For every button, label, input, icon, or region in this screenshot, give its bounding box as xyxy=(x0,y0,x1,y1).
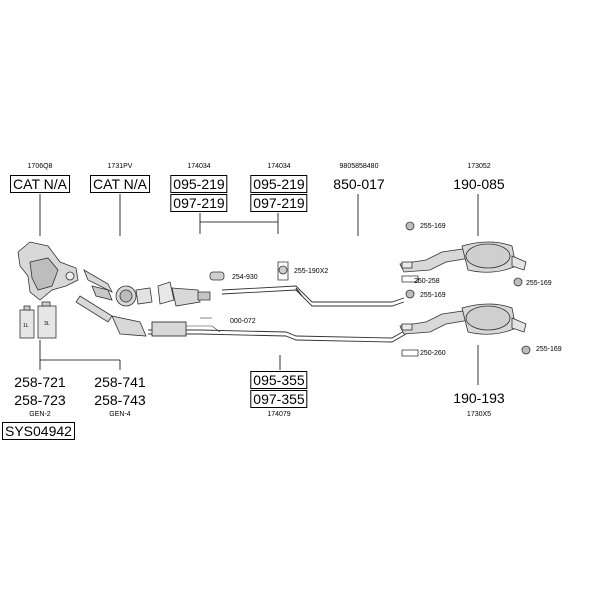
label-255-169-c: 255-169 xyxy=(420,292,446,299)
label-000-072: 000-072 xyxy=(230,318,256,325)
part-190-085[interactable]: 190-085 xyxy=(453,176,505,192)
ref-174079: 174079 xyxy=(267,411,291,418)
part-258-743[interactable]: 258-743 xyxy=(94,392,146,408)
intermediate-pipe-upper xyxy=(221,285,405,307)
label-250-258: 250-258 xyxy=(414,278,440,285)
catalytic-converter-2 xyxy=(83,269,153,307)
part-095-355[interactable]: 095-355 xyxy=(250,371,308,389)
label-gen-4: GEN-4 xyxy=(109,411,131,418)
system-code[interactable]: SYS04942 xyxy=(2,422,75,440)
part-095-219-b[interactable]: 095-219 xyxy=(250,175,308,193)
ref-174034-b: 174034 xyxy=(267,163,291,170)
catalytic-converter-1 xyxy=(17,241,79,301)
bottle-label-1l: 1L xyxy=(23,323,29,329)
bracket-255-190x2 xyxy=(277,261,289,281)
part-258-721[interactable]: 258-721 xyxy=(14,374,66,390)
ref-1730x5: 1730X5 xyxy=(466,411,492,418)
label-gen-2: GEN-2 xyxy=(29,411,51,418)
rear-silencer-190-085 xyxy=(399,241,527,273)
part-258-723[interactable]: 258-723 xyxy=(14,392,66,408)
bottle-label-3l: 3L xyxy=(44,321,50,327)
rubber-mounts xyxy=(401,221,531,357)
ref-174034-a: 174034 xyxy=(187,163,211,170)
part-097-219-a[interactable]: 097-219 xyxy=(170,194,228,212)
ref-1731pv: 1731PV xyxy=(107,163,133,170)
ref-1706q8: 1706Q8 xyxy=(27,163,53,170)
label-255-169-d: 255-169 xyxy=(536,346,562,353)
flex-pipe-lower xyxy=(75,295,147,337)
ref-9805858480: 9805858480 xyxy=(339,163,379,170)
additive-bottles xyxy=(19,301,57,339)
front-pipe-174034 xyxy=(157,281,211,307)
part-097-219-b[interactable]: 097-219 xyxy=(250,194,308,212)
clamp-254-930 xyxy=(209,271,225,281)
part-190-193[interactable]: 190-193 xyxy=(453,390,505,406)
intermediate-pipe-lower xyxy=(148,317,407,343)
label-254-930: 254-930 xyxy=(232,274,258,281)
label-255-190x2: 255-190X2 xyxy=(294,268,329,275)
label-255-169-a: 255-169 xyxy=(420,223,446,230)
part-cat-na-2[interactable]: CAT N/A xyxy=(90,175,150,193)
part-095-219-a[interactable]: 095-219 xyxy=(170,175,228,193)
part-cat-na-1[interactable]: CAT N/A xyxy=(10,175,70,193)
part-258-741[interactable]: 258-741 xyxy=(94,374,146,390)
ref-173052: 173052 xyxy=(467,163,491,170)
part-097-355[interactable]: 097-355 xyxy=(250,390,308,408)
part-850-017[interactable]: 850-017 xyxy=(333,176,385,192)
rear-silencer-190-193 xyxy=(399,303,527,335)
label-250-260: 250-260 xyxy=(420,350,446,357)
label-255-169-b: 255-169 xyxy=(526,280,552,287)
